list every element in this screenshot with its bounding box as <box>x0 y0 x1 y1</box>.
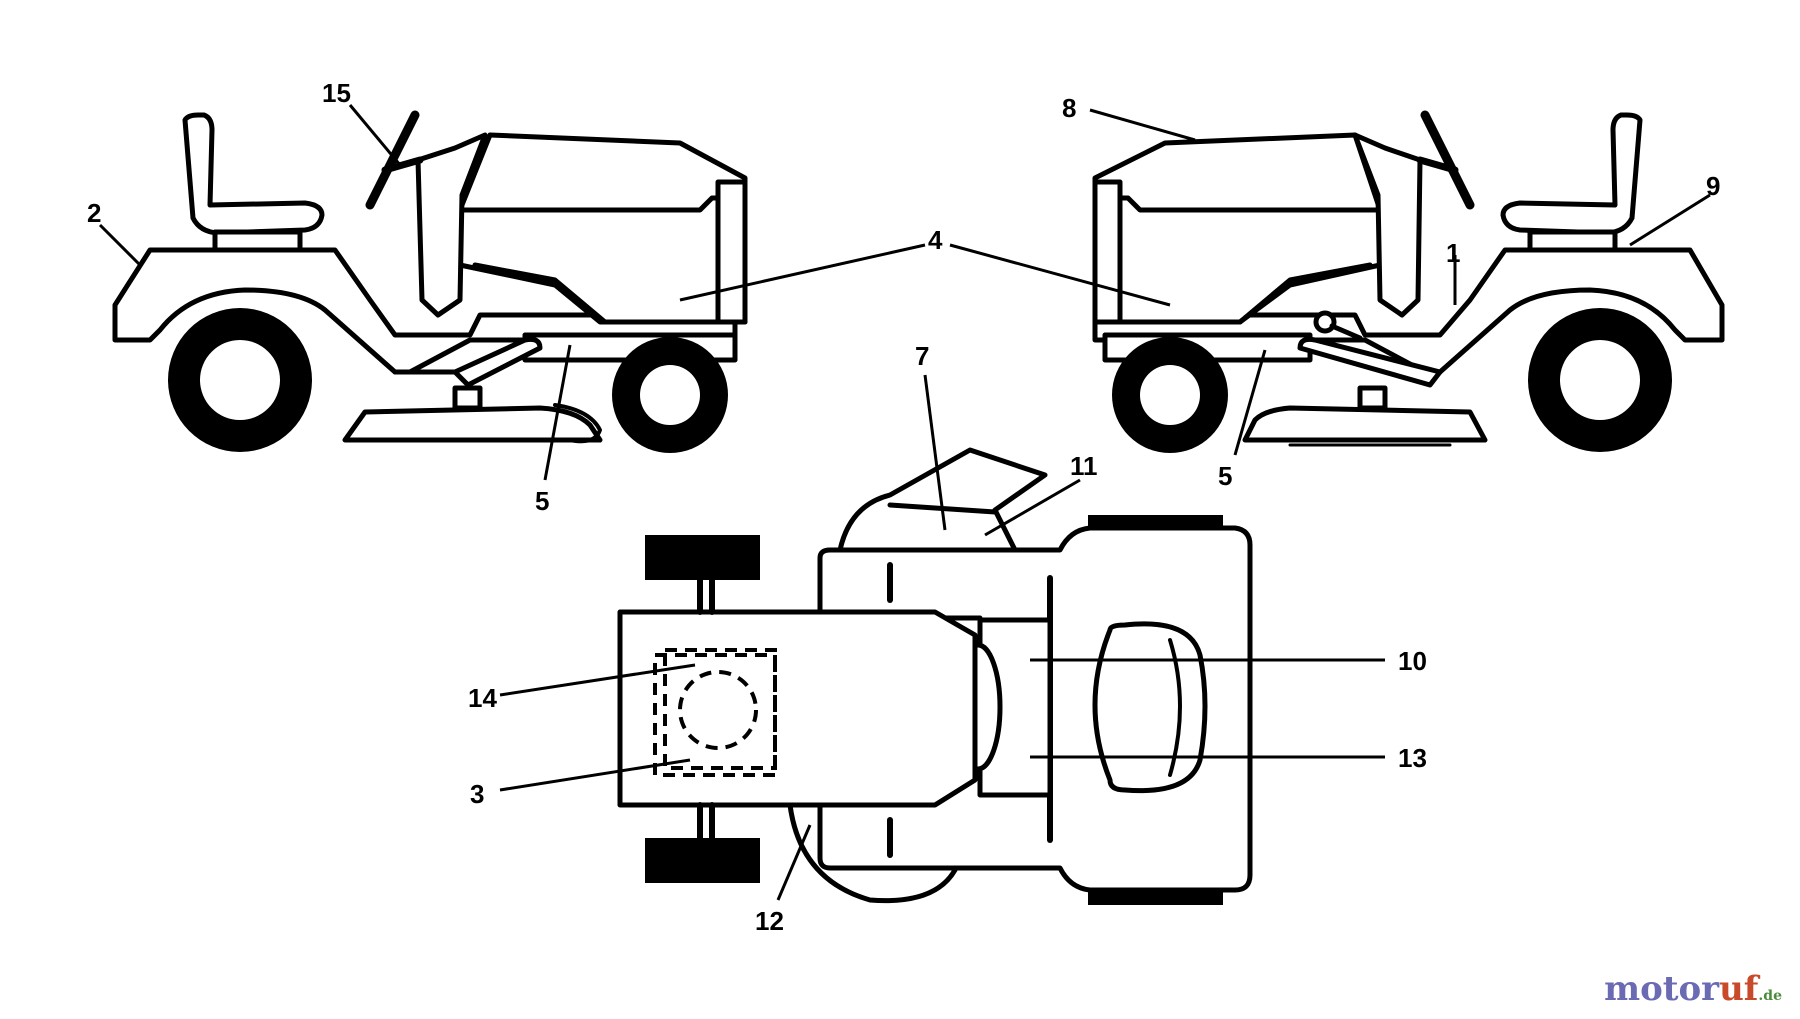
front-tire-top-1 <box>645 535 760 580</box>
watermark-part-2: uf <box>1719 969 1759 1009</box>
watermark-part-3: .de <box>1758 988 1782 1004</box>
callout-13: 13 <box>1398 743 1427 773</box>
hood-right <box>1092 132 1383 325</box>
watermark-logo: motoruf.de <box>1604 969 1782 1009</box>
callout-7: 7 <box>915 341 929 371</box>
decal-area-dashed <box>653 653 777 777</box>
callout-5-right: 5 <box>1218 461 1232 491</box>
seat-left <box>182 112 325 236</box>
rear-fender-left <box>112 247 738 375</box>
callout-12: 12 <box>755 906 784 936</box>
callout-11: 11 <box>1070 451 1098 481</box>
tractor-right-side-view <box>1092 110 1725 453</box>
watermark-part-1: motor <box>1604 969 1720 1009</box>
mower-deck-left <box>342 405 603 443</box>
callout-5-left: 5 <box>535 486 549 516</box>
hood-top <box>617 609 978 808</box>
callout-2: 2 <box>87 198 101 228</box>
dash-left <box>415 132 488 318</box>
callout-1: 1 <box>1446 238 1460 268</box>
seat-top <box>1092 621 1208 794</box>
callout-9: 9 <box>1706 171 1720 201</box>
callout-10: 10 <box>1398 646 1427 676</box>
seat-right <box>1500 112 1643 236</box>
callout-3: 3 <box>470 779 484 809</box>
tractor-left-side-view <box>112 110 748 453</box>
tractor-top-view <box>617 447 1253 905</box>
callout-8: 8 <box>1062 93 1076 123</box>
leader-lines <box>98 104 1711 901</box>
callout-4: 4 <box>928 225 943 255</box>
front-tire-top-2 <box>645 838 760 883</box>
dash-right <box>1352 132 1423 318</box>
callout-14: 14 <box>468 683 497 713</box>
callout-numbers: 15 2 4 5 5 8 9 1 7 11 10 13 14 3 12 <box>87 78 1720 936</box>
rear-fender-right <box>1092 247 1725 375</box>
callout-15: 15 <box>322 78 351 108</box>
mower-deck-right <box>1242 405 1488 443</box>
